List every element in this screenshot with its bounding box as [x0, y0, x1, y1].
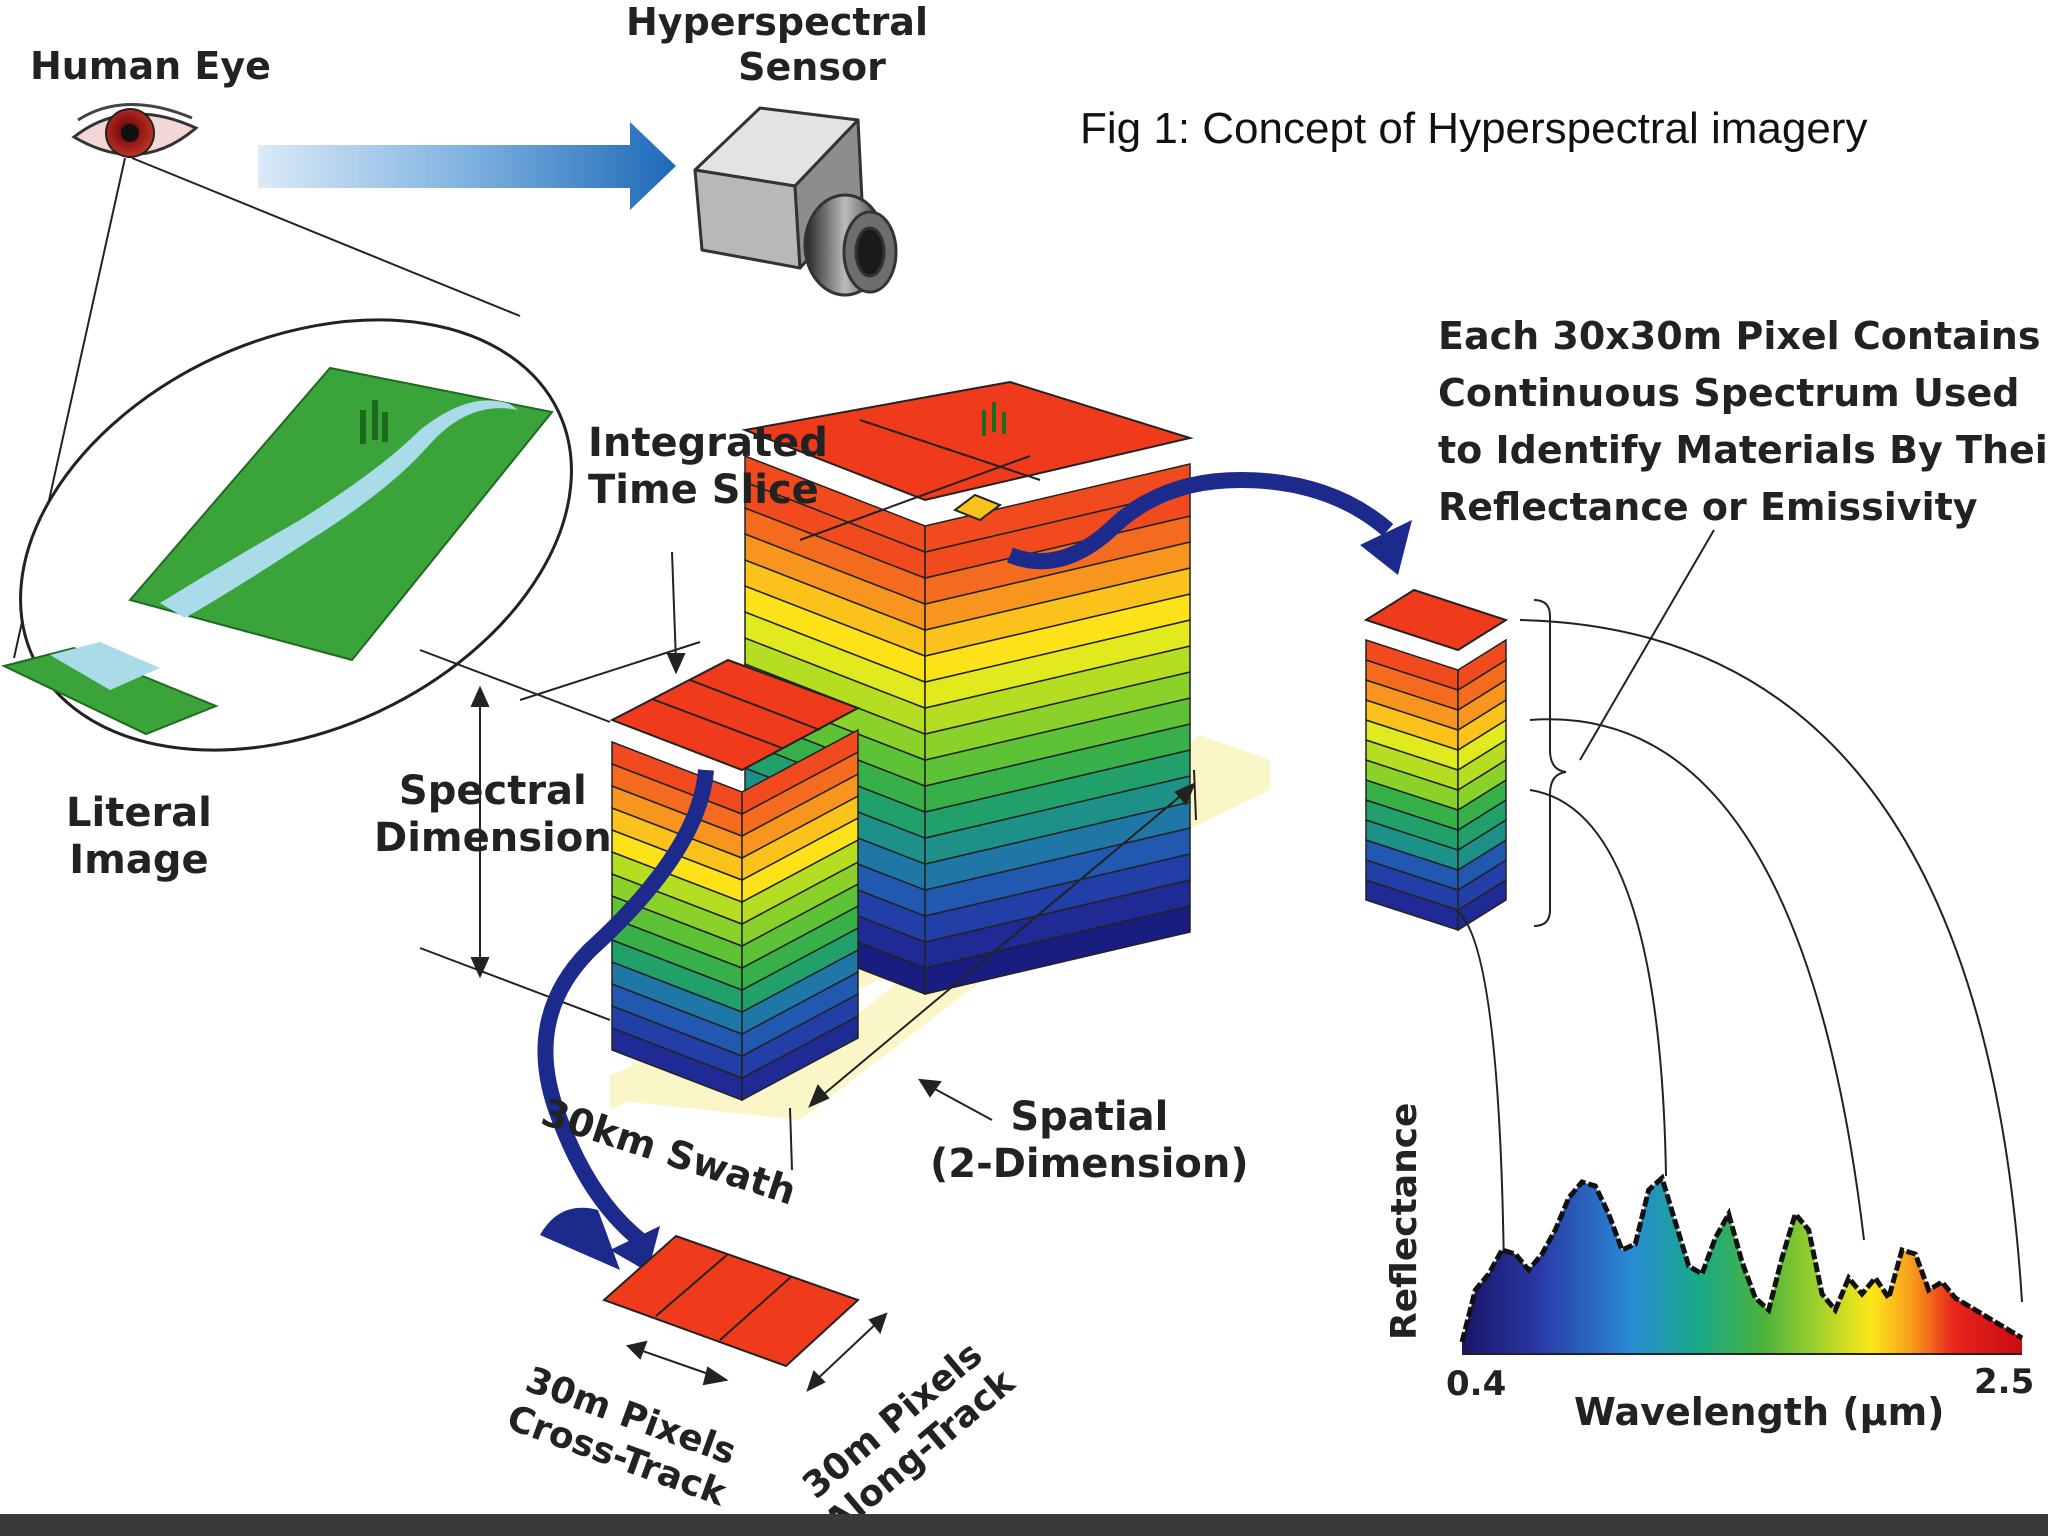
spatial-line1: Spatial	[1010, 1094, 1169, 1140]
pixel-line3: to Identify Materials By Their	[1438, 428, 2048, 472]
integrated-line1: Integrated	[588, 420, 828, 466]
figure-caption: Fig 1: Concept of Hyperspectral imagery	[1080, 104, 1868, 153]
pixel-to-spectrum-arrow	[1007, 471, 1412, 575]
sensor-label-line1: Hyperspectral	[626, 0, 928, 44]
wavelength-text: Wavelength (µm)	[1574, 1390, 1945, 1434]
pixel-line2: Continuous Spectrum Used	[1438, 371, 2020, 415]
pixel-description-label: Each 30x30m Pixel Contains a Continuous …	[1438, 308, 2048, 536]
projection-curves	[1455, 619, 2023, 1303]
along-track-arrow	[806, 1312, 888, 1392]
pixel-line4: Reflectance or Emissivity	[1438, 485, 1978, 529]
hyperspectral-sensor-icon	[693, 106, 898, 297]
literal-line1: Literal	[66, 790, 212, 836]
reflectance-text: Reflectance	[1384, 1102, 1425, 1340]
spatial-label: Spatial (2-Dimension)	[930, 1094, 1249, 1188]
pixel-line1: Each 30x30m Pixel Contains a	[1438, 314, 2048, 358]
x-min-text: 0.4	[1446, 1364, 1507, 1404]
eye-to-sensor-arrow	[258, 122, 676, 210]
reflectance-axis-label: Reflectance	[1384, 1103, 1426, 1340]
spectral-line1: Spectral	[398, 768, 587, 814]
pixel-row-tile	[602, 1234, 860, 1368]
human-eye-text: Human Eye	[30, 44, 271, 88]
x-max-text: 2.5	[1974, 1362, 2035, 1402]
spatial-line2: (2-Dimension)	[930, 1141, 1249, 1188]
integrated-slice-pointer	[666, 551, 686, 675]
human-eye-icon	[71, 103, 199, 158]
column-bracket	[1533, 529, 1715, 927]
column-layer-right-0	[1457, 638, 1507, 692]
literal-image-ellipse	[1, 318, 573, 752]
spectral-dimension-marker	[419, 641, 701, 1021]
pixel-spectrum-column	[1363, 588, 1509, 932]
x-max-label: 2.5	[1974, 1362, 2034, 1402]
integrated-line2: Time Slice	[588, 467, 819, 514]
spectral-line2: Dimension	[374, 815, 612, 862]
x-min-label: 0.4	[1446, 1364, 1506, 1404]
bottom-bar	[0, 1514, 2048, 1536]
cross-track-arrow	[626, 1340, 729, 1386]
reflectance-spectrum	[1459, 1173, 2024, 1355]
hyperspectral-cube	[609, 380, 1270, 1120]
human-eye-label: Human Eye	[30, 44, 271, 89]
integrated-time-slice-label: Integrated Time Slice	[588, 420, 828, 514]
swath-marker	[789, 769, 1197, 1171]
spectral-dimension-label: Spectral Dimension	[374, 768, 612, 862]
sensor-label: Hyperspectral Sensor	[626, 0, 928, 90]
slice-layer-right-0	[741, 728, 859, 816]
literal-image-label: Literal Image	[66, 790, 212, 884]
literal-line2: Image	[69, 837, 209, 884]
wavelength-axis-label: Wavelength (µm)	[1574, 1390, 1945, 1435]
sensor-label-line2: Sensor	[738, 44, 886, 89]
